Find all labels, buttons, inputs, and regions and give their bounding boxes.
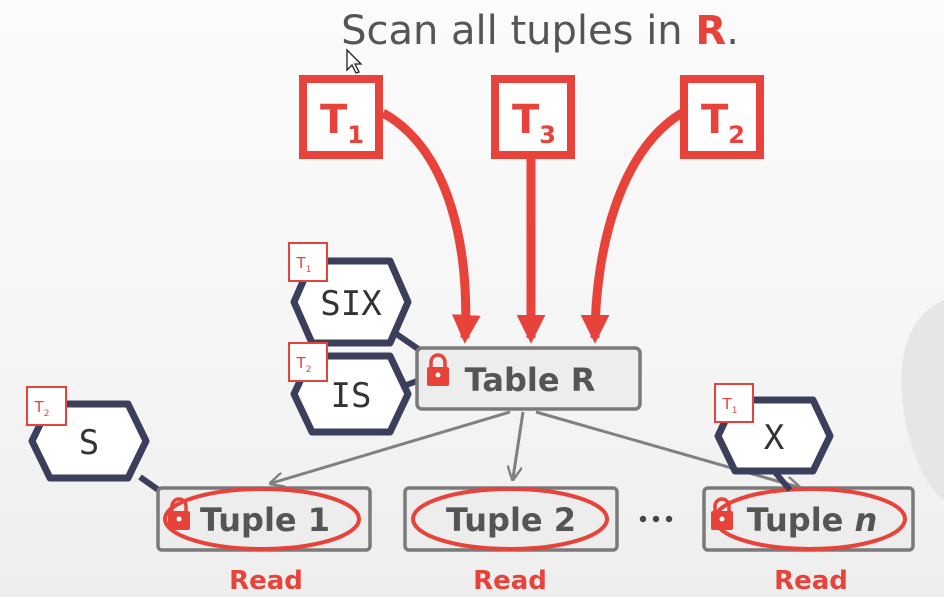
ellipsis: ···	[639, 515, 673, 523]
padlock-icon	[427, 353, 449, 386]
tuple-n-read-label: Read	[774, 566, 848, 596]
read-highlight	[411, 487, 609, 551]
table-r-node: Table R	[415, 346, 642, 411]
padlock-icon	[711, 497, 733, 530]
arrow-t1-to-table	[380, 109, 481, 344]
mouse-pointer-icon	[346, 48, 363, 74]
table-r-label: Table R	[465, 361, 596, 399]
s-lock-holder-badge: T2	[26, 386, 67, 426]
slide-title: Scan all tuples in R.	[341, 8, 739, 54]
x-lock-holder-badge: T1	[714, 383, 754, 423]
tuple-1-read-label: Read	[229, 566, 303, 596]
transaction-t2: T2	[680, 75, 764, 159]
x-lock-link	[771, 469, 793, 492]
background-cylinder-shape	[901, 300, 944, 500]
svg-text:T1: T1	[722, 395, 738, 416]
arrow-t2-to-table	[580, 109, 685, 344]
padlock-icon	[168, 497, 190, 530]
tuple-n-node: Tuple n	[702, 486, 915, 552]
svg-text:T2: T2	[296, 354, 312, 375]
is-lock-holder-badge: T2	[288, 342, 328, 382]
edge-table-to-tuple-1	[272, 410, 511, 483]
transaction-label: T2	[701, 97, 745, 149]
read-highlight	[163, 487, 361, 551]
tuple-1-node: Tuple 1	[156, 486, 372, 552]
x-lock-mode: X	[764, 418, 785, 458]
s-lock-mode: S	[79, 423, 99, 463]
tuple-1-label: Tuple 1	[200, 501, 330, 539]
transaction-t1: T1	[299, 75, 383, 159]
tuple-n-label: Tuple n	[747, 501, 878, 539]
six-lock-mode: SIX	[320, 284, 382, 324]
svg-text:T2: T2	[34, 398, 50, 419]
transaction-t3: T3	[491, 75, 575, 159]
svg-text:T1: T1	[296, 254, 312, 275]
tuple-2-node: Tuple 2	[403, 486, 619, 552]
six-lock-holder-badge: T1	[288, 242, 328, 282]
transaction-label: T3	[512, 97, 556, 149]
transaction-label: T1	[320, 97, 364, 149]
edge-table-to-tuple-2	[513, 411, 525, 478]
tuple-2-read-label: Read	[473, 566, 547, 596]
tuple-2-label: Tuple 2	[446, 501, 576, 539]
is-lock-mode: IS	[331, 376, 372, 416]
